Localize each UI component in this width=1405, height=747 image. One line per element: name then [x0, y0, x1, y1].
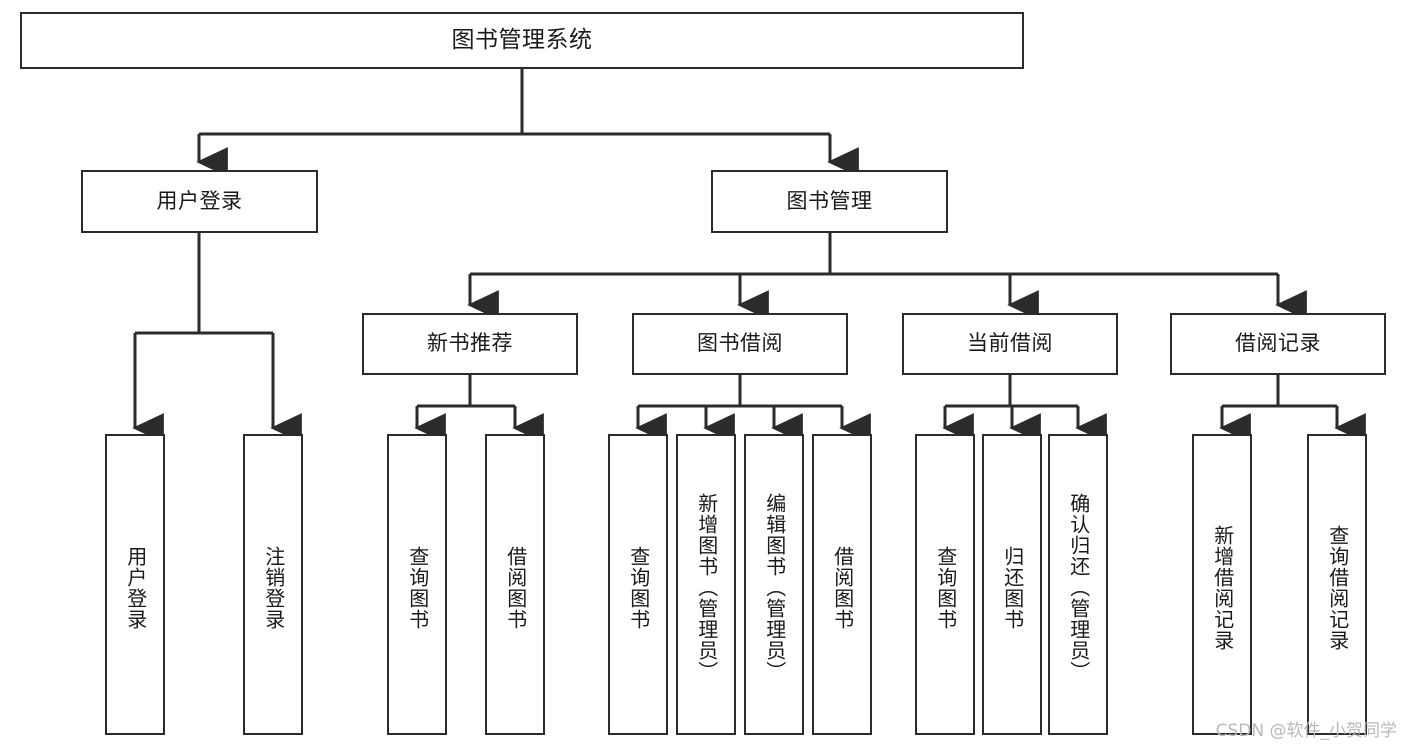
leaf-query-book-1-label: 查询图书 [405, 545, 430, 630]
leaf-confirm-return[interactable]: 确认归还（管理员） [1048, 434, 1108, 735]
node-book-borrow-label: 图书借阅 [697, 331, 783, 356]
node-book-manage-label: 图书管理 [786, 188, 873, 213]
leaf-return-book-label: 归还图书 [1000, 545, 1025, 630]
node-borrow-record[interactable]: 借阅记录 [1170, 313, 1386, 375]
node-borrow-record-label: 借阅记录 [1235, 331, 1321, 356]
node-user-login[interactable]: 用户登录 [81, 170, 318, 233]
leaf-return-book-inner: 归还图书 [984, 436, 1040, 733]
leaf-query-book-2[interactable]: 查询图书 [608, 434, 668, 735]
leaf-borrow-book-1-label: 借阅图书 [503, 545, 528, 630]
leaf-return-book[interactable]: 归还图书 [982, 434, 1042, 735]
node-current-borrow-label: 当前借阅 [967, 331, 1053, 356]
leaf-query-book-2-inner: 查询图书 [610, 436, 666, 733]
leaf-borrow-book-2-label: 借阅图书 [830, 545, 855, 630]
leaf-user-login-label: 用户登录 [123, 545, 148, 630]
leaf-logout-inner: 注销登录 [245, 436, 301, 733]
leaf-edit-book-label: 编辑图书（管理员） [762, 493, 787, 682]
leaf-query-book-3-label: 查询图书 [933, 545, 958, 630]
node-new-book-recommend[interactable]: 新书推荐 [362, 313, 578, 375]
leaf-logout-label: 注销登录 [261, 545, 286, 630]
node-current-borrow[interactable]: 当前借阅 [902, 313, 1118, 375]
leaf-query-book-1[interactable]: 查询图书 [387, 434, 447, 735]
leaf-add-record-inner: 新增借阅记录 [1194, 436, 1250, 733]
leaf-edit-book-inner: 编辑图书（管理员） [746, 436, 802, 733]
leaf-query-record-inner: 查询借阅记录 [1309, 436, 1365, 733]
leaf-query-book-3[interactable]: 查询图书 [915, 434, 975, 735]
leaf-add-record[interactable]: 新增借阅记录 [1192, 434, 1252, 735]
leaf-borrow-book-1-inner: 借阅图书 [487, 436, 543, 733]
leaf-add-book-inner: 新增图书（管理员） [678, 436, 734, 733]
node-root-label: 图书管理系统 [451, 26, 593, 53]
leaf-query-book-2-label: 查询图书 [626, 545, 651, 630]
leaf-add-record-label: 新增借阅记录 [1210, 524, 1235, 651]
leaf-edit-book[interactable]: 编辑图书（管理员） [744, 434, 804, 735]
leaf-add-book[interactable]: 新增图书（管理员） [676, 434, 736, 735]
leaf-query-record-label: 查询借阅记录 [1325, 524, 1350, 651]
node-book-manage[interactable]: 图书管理 [711, 170, 948, 233]
leaf-add-book-label: 新增图书（管理员） [694, 493, 719, 682]
csdn-watermark: CSDN @软件_小贺同学 [1215, 721, 1397, 741]
node-root[interactable]: 图书管理系统 [20, 12, 1024, 69]
leaf-confirm-return-inner: 确认归还（管理员） [1050, 436, 1106, 733]
leaf-query-record[interactable]: 查询借阅记录 [1307, 434, 1367, 735]
leaf-logout[interactable]: 注销登录 [243, 434, 303, 735]
node-book-borrow[interactable]: 图书借阅 [632, 313, 848, 375]
leaf-borrow-book-1[interactable]: 借阅图书 [485, 434, 545, 735]
leaf-borrow-book-2-inner: 借阅图书 [814, 436, 870, 733]
node-user-login-label: 用户登录 [156, 188, 243, 213]
node-new-book-recommend-label: 新书推荐 [427, 331, 513, 356]
leaf-query-book-1-inner: 查询图书 [389, 436, 445, 733]
leaf-query-book-3-inner: 查询图书 [917, 436, 973, 733]
leaf-borrow-book-2[interactable]: 借阅图书 [812, 434, 872, 735]
leaf-user-login[interactable]: 用户登录 [105, 434, 165, 735]
leaf-user-login-inner: 用户登录 [107, 436, 163, 733]
leaf-confirm-return-label: 确认归还（管理员） [1066, 493, 1091, 682]
